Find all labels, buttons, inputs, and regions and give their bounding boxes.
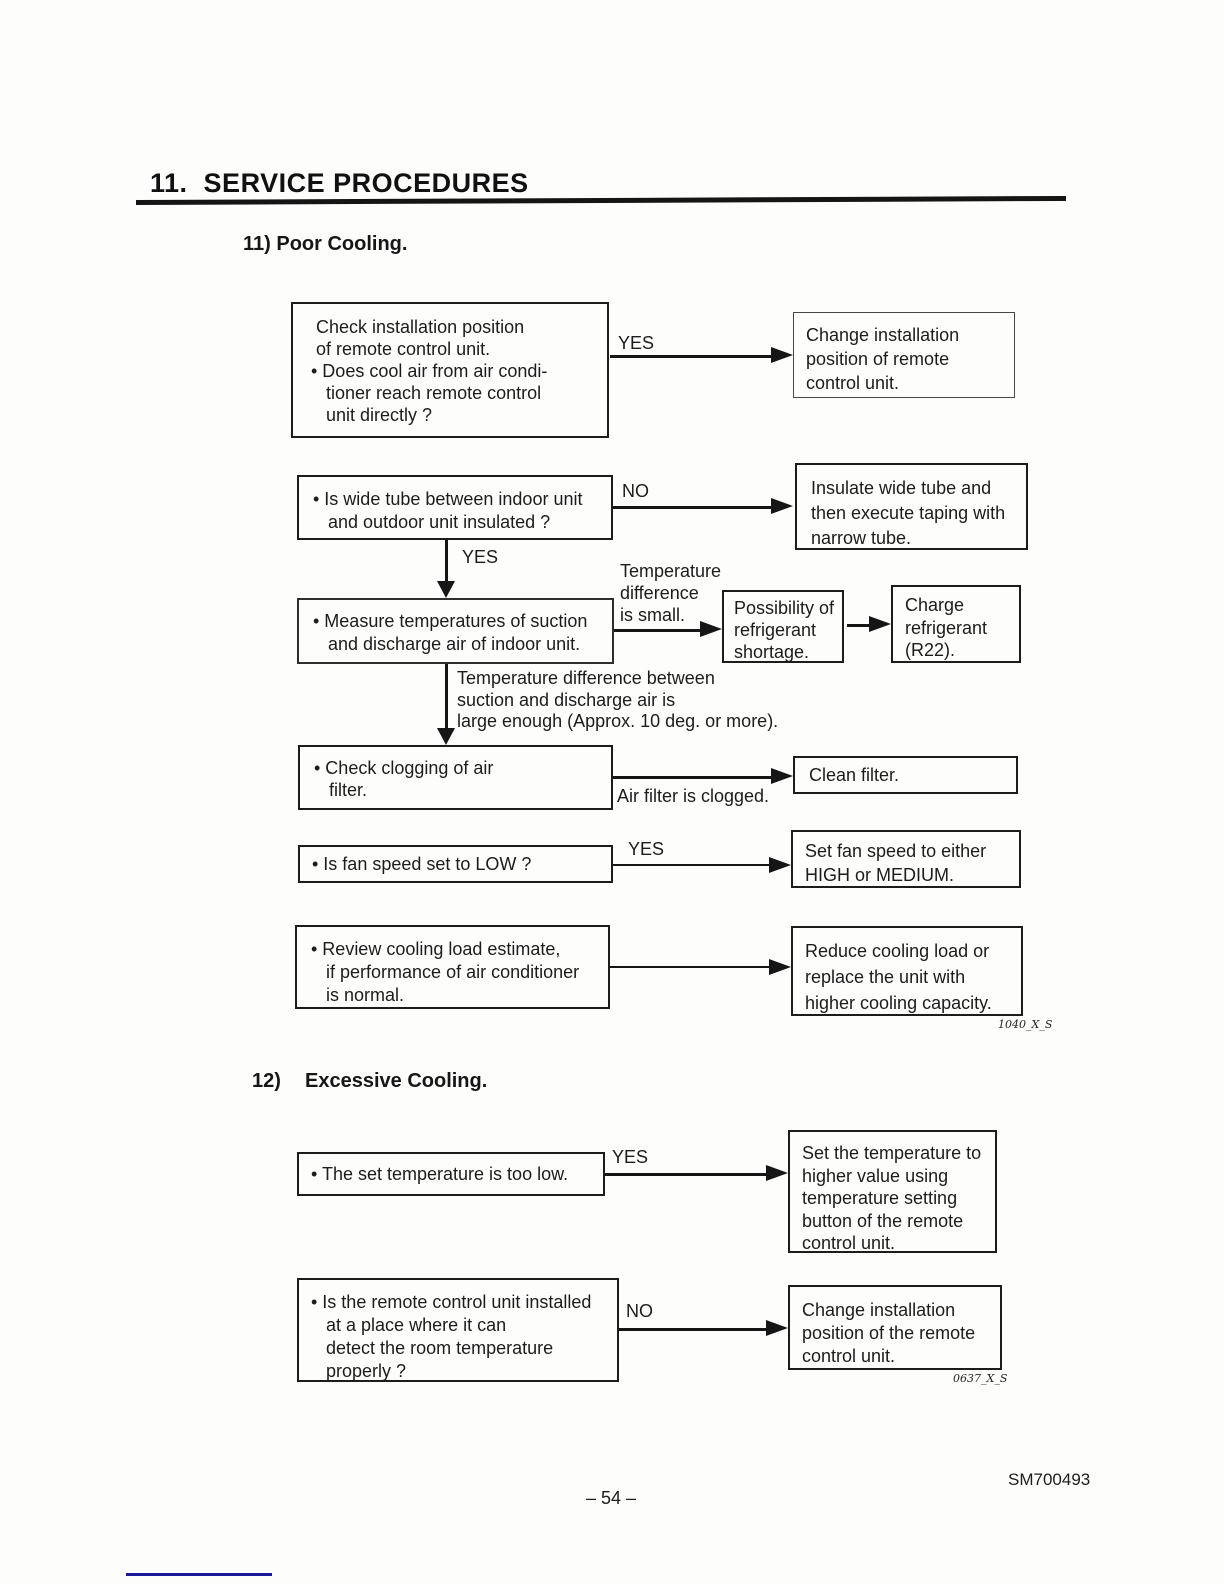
- branch-label-yes-2: YES: [628, 839, 665, 859]
- flow-box-reduce-cooling-load: Reduce cooling load or replace the unit …: [791, 926, 1023, 1016]
- arrowhead-right-icon: [766, 1165, 788, 1181]
- arrow-line-8: [605, 1173, 768, 1176]
- flow-box-change-installation-position: Change installation position of remote c…: [793, 312, 1015, 398]
- page-number: – 54 –: [586, 1488, 637, 1508]
- section-heading-excessive-cooling: Excessive Cooling.: [305, 1070, 488, 1092]
- flow-box-insulate-wide-tube: Insulate wide tube and then execute tapi…: [795, 463, 1028, 550]
- branch-label-temp-difference-large: Temperature difference between suction a…: [457, 668, 779, 731]
- page-title: 11. SERVICE PROCEDURES: [150, 168, 529, 198]
- flow-box-wide-tube-insulated: • Is wide tube between indoor unit and o…: [297, 475, 613, 540]
- arrowhead-right-icon: [771, 498, 793, 514]
- connector-line-down-2: [445, 664, 448, 728]
- flow-box-change-remote-position: Change installation position of the remo…: [788, 1285, 1002, 1370]
- arrow-line-4: [847, 624, 871, 627]
- branch-label-filter-clogged: Air filter is clogged.: [617, 786, 770, 806]
- flow-box-set-fan-speed: Set fan speed to either HIGH or MEDIUM.: [791, 830, 1021, 888]
- arrowhead-right-icon: [769, 959, 791, 975]
- arrow-line-5: [613, 776, 773, 779]
- arrowhead-right-icon: [771, 768, 793, 784]
- branch-label-yes-3: YES: [612, 1147, 649, 1167]
- flow-box-set-temperature-too-low: • The set temperature is too low.: [297, 1152, 605, 1196]
- figure-code-label: 0637_X_S: [953, 1372, 1008, 1385]
- connector-line-down-1: [445, 540, 448, 581]
- flow-box-review-cooling-load: • Review cooling load estimate, if perfo…: [295, 925, 610, 1009]
- section-number-excessive-cooling: 12): [252, 1070, 281, 1092]
- flow-box-refrigerant-shortage: Possibility of refrigerant shortage.: [722, 590, 844, 663]
- flow-box-fan-speed-low: • Is fan speed set to LOW ?: [298, 845, 613, 883]
- arrow-line-7: [610, 966, 771, 968]
- flow-box-clean-filter: Clean filter.: [793, 756, 1018, 794]
- flow-box-check-air-filter: • Check clogging of air filter.: [298, 745, 613, 810]
- arrow-line-9: [619, 1328, 768, 1331]
- arrow-line-3: [614, 629, 702, 632]
- document-code: SM700493: [1008, 1470, 1091, 1489]
- arrowhead-down-icon: [437, 728, 455, 745]
- arrowhead-right-icon: [766, 1320, 788, 1336]
- section-heading-poor-cooling: 11) Poor Cooling.: [243, 233, 408, 255]
- arrowhead-right-icon: [700, 621, 722, 637]
- footer-link-underline: [126, 1573, 272, 1576]
- arrow-line-6: [613, 864, 771, 866]
- arrow-line-1: [610, 355, 775, 358]
- arrowhead-right-icon: [769, 857, 791, 873]
- arrowhead-right-icon: [869, 616, 891, 632]
- arrowhead-right-icon: [771, 347, 793, 363]
- flow-box-check-installation-position: Check installation position of remote co…: [291, 302, 609, 438]
- figure-code-label: 1040_X_S: [998, 1018, 1053, 1031]
- branch-label-yes-1: YES: [618, 333, 655, 353]
- arrow-line-2: [613, 506, 775, 509]
- branch-label-yes-down: YES: [462, 547, 499, 567]
- flow-box-measure-temperatures: • Measure temperatures of suction and di…: [297, 598, 614, 664]
- flow-box-remote-unit-placement: • Is the remote control unit installed a…: [297, 1278, 619, 1382]
- flow-box-set-temperature-higher: Set the temperature to higher value usin…: [788, 1130, 997, 1253]
- arrowhead-down-icon: [437, 581, 455, 598]
- branch-label-temp-difference-small: Temperature difference is small.: [620, 561, 722, 625]
- flow-box-charge-refrigerant: Charge refrigerant (R22).: [891, 585, 1021, 663]
- branch-label-no-1: NO: [622, 481, 649, 501]
- branch-label-no-2: NO: [626, 1301, 653, 1321]
